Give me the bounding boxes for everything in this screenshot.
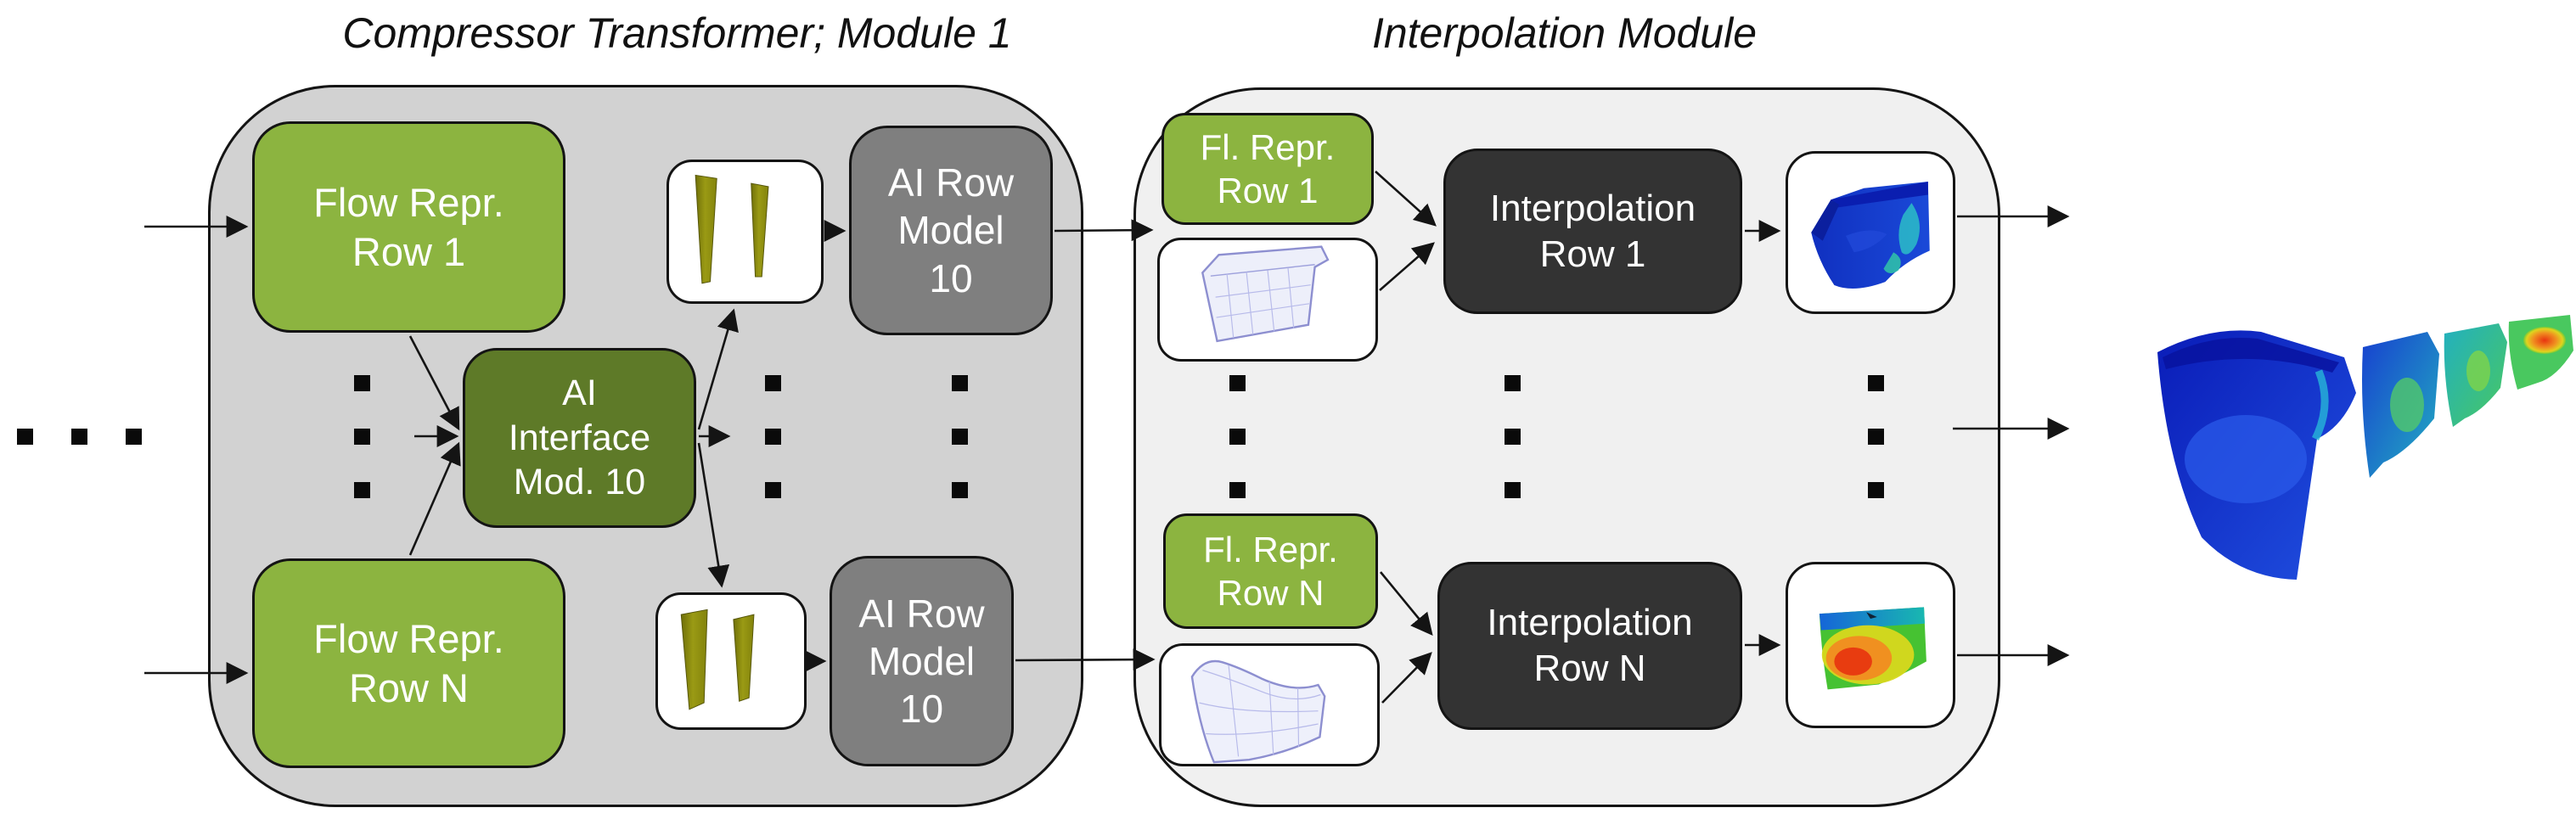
compressor-3d-result-image [2157, 315, 2573, 580]
flow-repr-row-n-box: Flow Repr. Row N [252, 558, 565, 768]
ai-row-model-bottom-box: AI Row Model 10 [830, 556, 1014, 766]
blade-geometry-thumbnail-top [666, 160, 824, 304]
flow-repr-row-1-box: Flow Repr. Row 1 [252, 121, 565, 333]
result-thumbnail-bottom [1786, 562, 1955, 728]
blade-surface-mesh-icon [1190, 659, 1326, 764]
mesh-thumbnail-top [1157, 238, 1378, 362]
interpolation-row-1-box: Interpolation Row 1 [1443, 149, 1742, 314]
olive-blade-pair-icon [680, 609, 755, 710]
blue-contour-blade-icon [1811, 181, 1930, 289]
rainbow-contour-blade-icon [1819, 607, 1926, 690]
olive-blade-pair-icon [695, 174, 769, 284]
interpolation-module-title: Interpolation Module [1371, 9, 1758, 57]
mesh-thumbnail-bottom [1159, 643, 1380, 766]
interpolation-row-n-box: Interpolation Row N [1437, 562, 1742, 730]
result-thumbnail-top [1786, 151, 1955, 314]
fl-repr-row-1-box: Fl. Repr. Row 1 [1161, 113, 1374, 225]
blade-geometry-thumbnail-bottom [655, 592, 807, 730]
ai-row-model-top-box: AI Row Model 10 [849, 126, 1053, 335]
compressor-module-title: Compressor Transformer; Module 1 [342, 9, 1012, 57]
ai-interface-box: AI Interface Mod. 10 [463, 348, 696, 528]
blade-passage-mesh-icon [1201, 245, 1330, 343]
fl-repr-row-n-box: Fl. Repr. Row N [1163, 513, 1378, 629]
horizontal-ellipsis-input [17, 429, 142, 445]
